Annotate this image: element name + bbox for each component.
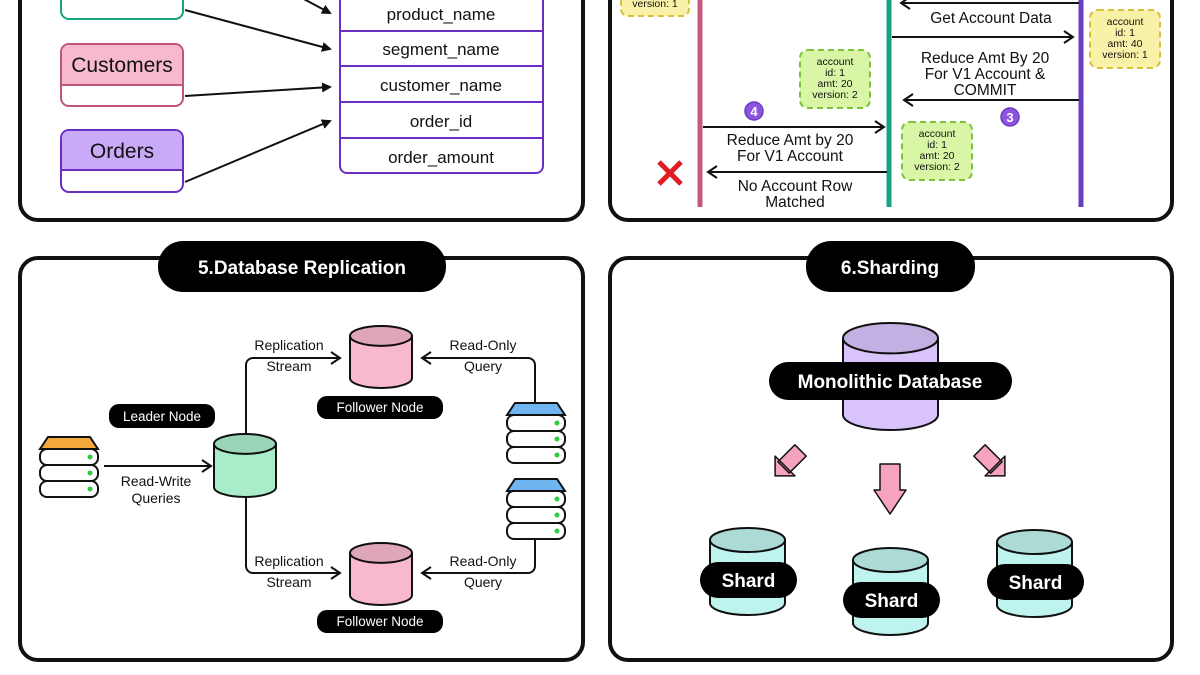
fact-field: order_amount — [388, 148, 494, 167]
leader-node-pill — [109, 404, 215, 428]
follower-node-label: Follower Node — [336, 614, 423, 629]
leader-database-icon — [213, 433, 277, 498]
arrow-down-left-icon — [774, 444, 807, 477]
note-line: amt: 20 — [919, 150, 954, 162]
note-line: id: 1 — [927, 139, 947, 151]
note-line: version: 1 — [1102, 49, 1148, 61]
shard-label: Shard — [1009, 573, 1063, 594]
note-line: account — [1107, 16, 1144, 28]
title-pill — [806, 241, 975, 292]
shard-database-icon: Shard — [700, 527, 797, 616]
note-line: amt: 20 — [817, 78, 852, 90]
follower-database-icon — [349, 325, 413, 389]
orders-table-box: Orders — [60, 129, 184, 193]
msg-reduce-commit-line: COMMIT — [954, 82, 1017, 99]
msg-reduce-v1-line: Reduce Amt by 20 — [727, 132, 854, 149]
msg-reduce-commit-line: Reduce Amt By 20 — [921, 50, 1050, 67]
note-line: id: 1 — [1115, 27, 1135, 39]
panel-frame — [18, 256, 585, 662]
title-pill — [158, 241, 446, 292]
customers-table-box: Customers — [60, 43, 184, 107]
note-line: id: 1 — [825, 67, 845, 79]
stream-label: Replication — [254, 553, 323, 569]
message-arrows — [703, 0, 1079, 179]
svg-text:3: 3 — [1006, 110, 1013, 125]
follower-node-label: Follower Node — [336, 400, 423, 415]
msg-no-row-line: No Account Row — [738, 178, 853, 195]
follower-node-pill — [317, 396, 443, 419]
note-line: account — [919, 128, 956, 140]
read-write-label: Read-Write — [121, 473, 192, 489]
star-schema-panel: Customers Orders product_name segment_na… — [18, 0, 585, 222]
read-only-label: Read-Only — [450, 553, 517, 569]
step-badge-3: 3 — [1000, 107, 1020, 127]
svg-text:4: 4 — [750, 104, 758, 119]
relation-arrows — [184, 0, 332, 183]
step-badge-4: 4 — [744, 101, 764, 121]
shard-label: Shard — [722, 571, 776, 592]
read-only-label: Query — [464, 358, 502, 374]
svg-text:version: 1: version: 1 — [632, 0, 678, 10]
fact-field: customer_name — [380, 76, 502, 95]
shard-database-icon: Shard — [987, 529, 1084, 618]
fact-field: order_id — [410, 112, 472, 131]
orders-label: Orders — [90, 140, 154, 163]
fact-field: product_name — [387, 5, 496, 24]
customers-label: Customers — [71, 54, 173, 77]
split-arrows — [774, 444, 1006, 515]
server-stack-icon — [505, 402, 567, 464]
replication-title: 5.Database Replication — [198, 258, 406, 279]
msg-reduce-commit-line: For V1 Account & — [925, 66, 1046, 83]
note-line: amt: 40 — [1107, 38, 1142, 50]
red-x-icon — [657, 160, 683, 186]
fact-table: product_name segment_name customer_name … — [339, 0, 544, 174]
msg-no-row-line: Matched — [765, 194, 824, 211]
shard-label: Shard — [865, 591, 919, 612]
monolith-label: Monolithic Database — [798, 372, 983, 393]
stream-label: Replication — [254, 337, 323, 353]
replication-panel: 5.Database Replication Leader Node Read-… — [18, 241, 585, 662]
follower-node-pill — [317, 610, 443, 633]
optimistic-locking-panel: version: 1 Get Account Data Reduce Amt B… — [608, 0, 1174, 222]
products-table-box — [60, 0, 184, 20]
leader-node-label: Leader Node — [123, 409, 201, 424]
msg-reduce-v1-line: For V1 Account — [737, 148, 844, 165]
note-line: version: 2 — [812, 89, 858, 101]
note-top-left: version: 1 — [620, 0, 690, 17]
shard-database-icon: Shard — [843, 547, 940, 636]
server-stack-icon — [38, 436, 100, 498]
stream-label: Stream — [266, 358, 311, 374]
stream-label: Stream — [266, 574, 311, 590]
sharding-title: 6.Sharding — [841, 258, 939, 279]
read-only-label: Read-Only — [450, 337, 517, 353]
msg-get-account: Get Account Data — [930, 10, 1052, 27]
server-stack-icon — [505, 478, 567, 540]
read-write-label: Queries — [131, 490, 180, 506]
note-line: version: 2 — [914, 161, 960, 173]
arrow-down-right-icon — [973, 444, 1006, 477]
read-only-label: Query — [464, 574, 502, 590]
replication-lines — [104, 351, 536, 580]
fact-field: segment_name — [382, 40, 499, 59]
monolithic-database-icon: Monolithic Database — [769, 322, 1012, 431]
note-line: account — [817, 56, 854, 68]
follower-database-icon — [349, 542, 413, 606]
arrow-down-icon — [873, 463, 907, 515]
